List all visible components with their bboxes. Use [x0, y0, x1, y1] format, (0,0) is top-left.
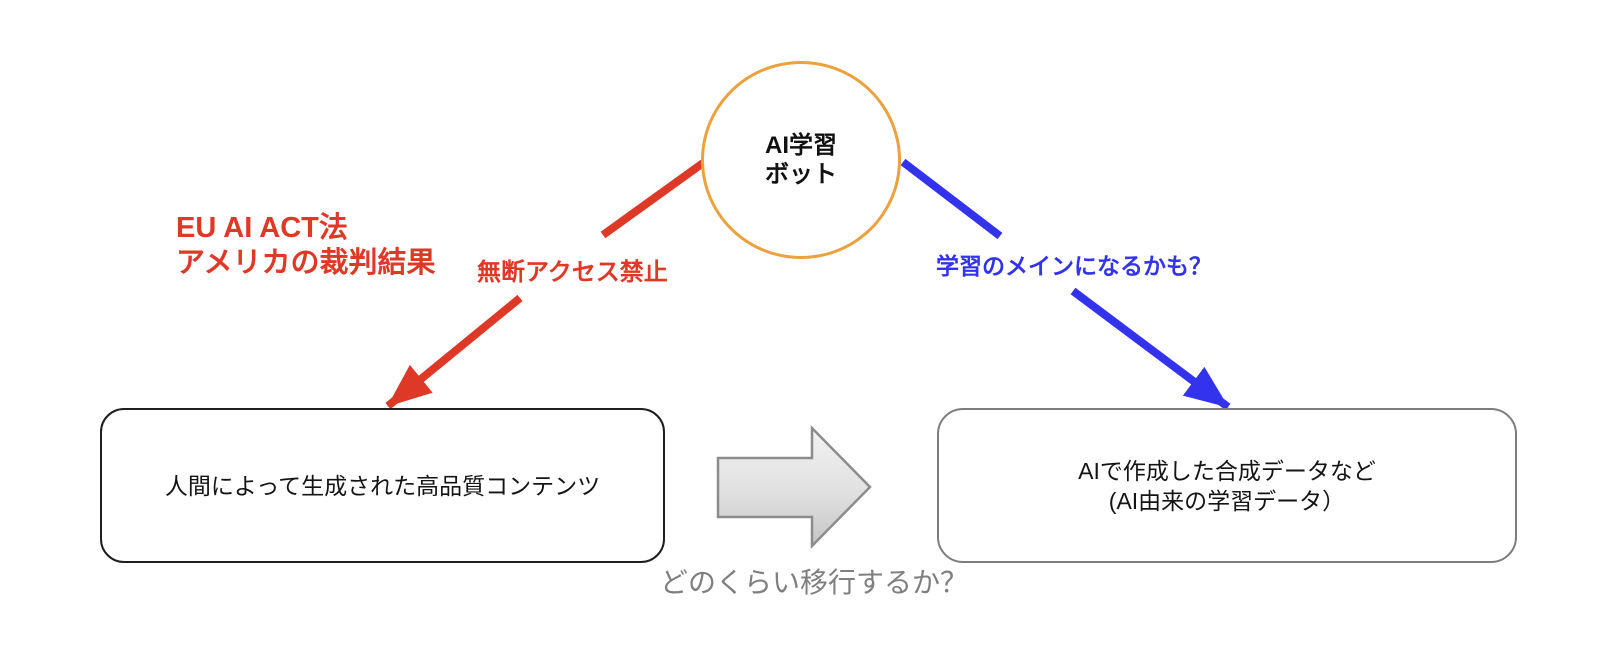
blue-arrow-label: 学習のメインになるかも？ — [936, 253, 1212, 279]
human-content-box: 人間によって生成された高品質コンテンツ — [100, 408, 665, 563]
red-arrow-label: 無断アクセス禁止 — [477, 259, 668, 286]
ai-bot-node-label: AI学習 ボット — [765, 132, 837, 188]
blue-arrow — [1070, 287, 1231, 411]
synthetic-data-box: AIで作成した合成データなど (AI由来の学習データ） — [937, 408, 1517, 563]
human-content-box-label: 人間によって生成された高品質コンテンツ — [164, 472, 601, 499]
blue-arrow-upper-segment — [900, 158, 1003, 240]
red-arrow-upper-segment — [600, 159, 706, 239]
ai-bot-node: AI学習 ボット — [701, 61, 901, 259]
transition-question: どのくらい移行するか？ — [660, 567, 969, 598]
transition-block-arrow — [716, 424, 872, 550]
regulation-note: EU AI ACT法 アメリカの裁判結果 — [176, 212, 436, 279]
synthetic-data-box-label: AIで作成した合成データなど (AI由来の学習データ） — [1078, 457, 1376, 514]
red-arrow — [385, 294, 523, 410]
